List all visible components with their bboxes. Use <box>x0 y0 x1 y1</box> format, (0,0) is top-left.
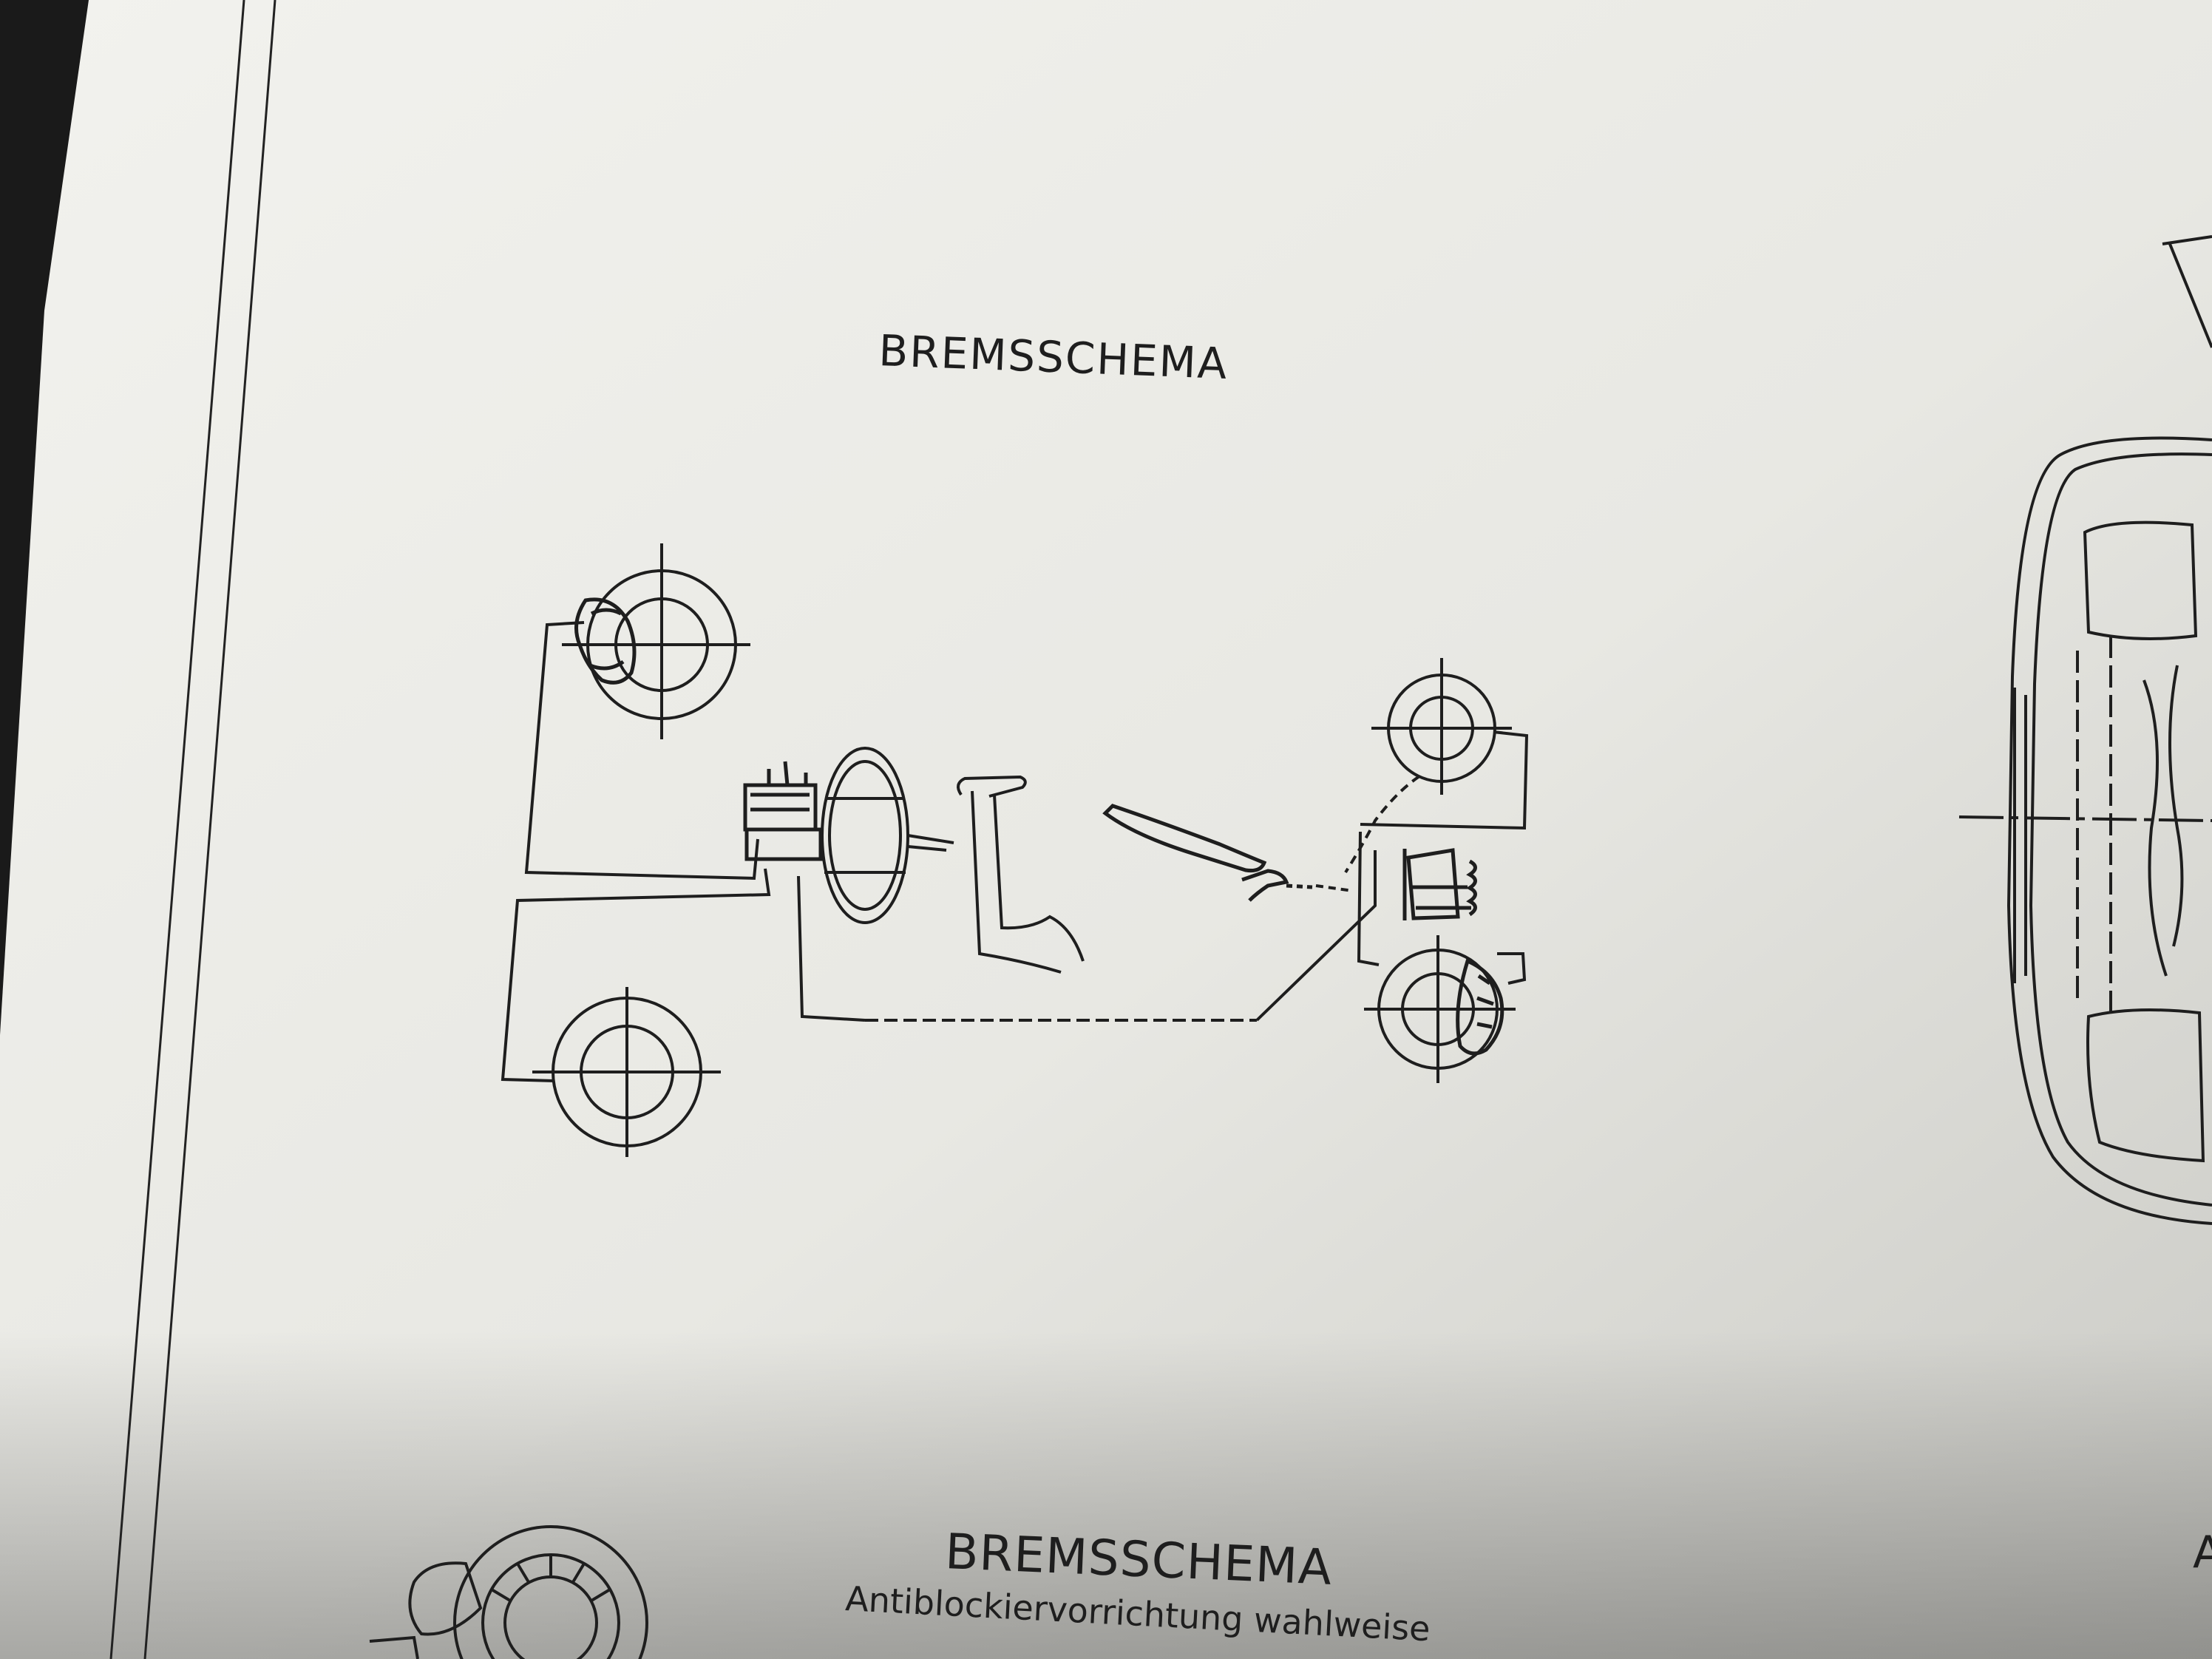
car-outline-drawing <box>1958 235 2212 1225</box>
bottom-shadow <box>0 1331 2212 1659</box>
brake-pressure-regulator <box>1402 848 1477 920</box>
brake-pedal <box>957 775 1085 974</box>
master-cylinder <box>743 761 823 861</box>
abs-disc-drawing <box>369 1525 648 1659</box>
front-right-disc <box>1371 658 1512 795</box>
brake-schematic <box>501 543 1529 1157</box>
rear-left-disc <box>532 987 721 1157</box>
rear-right-disc <box>1364 935 1516 1083</box>
sheet-border <box>109 0 276 1659</box>
rear-right-caliper <box>1456 958 1504 1056</box>
brake-booster <box>821 747 954 924</box>
front-left-disc <box>562 543 750 739</box>
cropped-edge-letter: A <box>2193 1527 2212 1578</box>
brake-lines <box>501 621 1529 1082</box>
front-left-caliper <box>574 597 637 685</box>
hand-brake-lever <box>1102 804 1313 902</box>
